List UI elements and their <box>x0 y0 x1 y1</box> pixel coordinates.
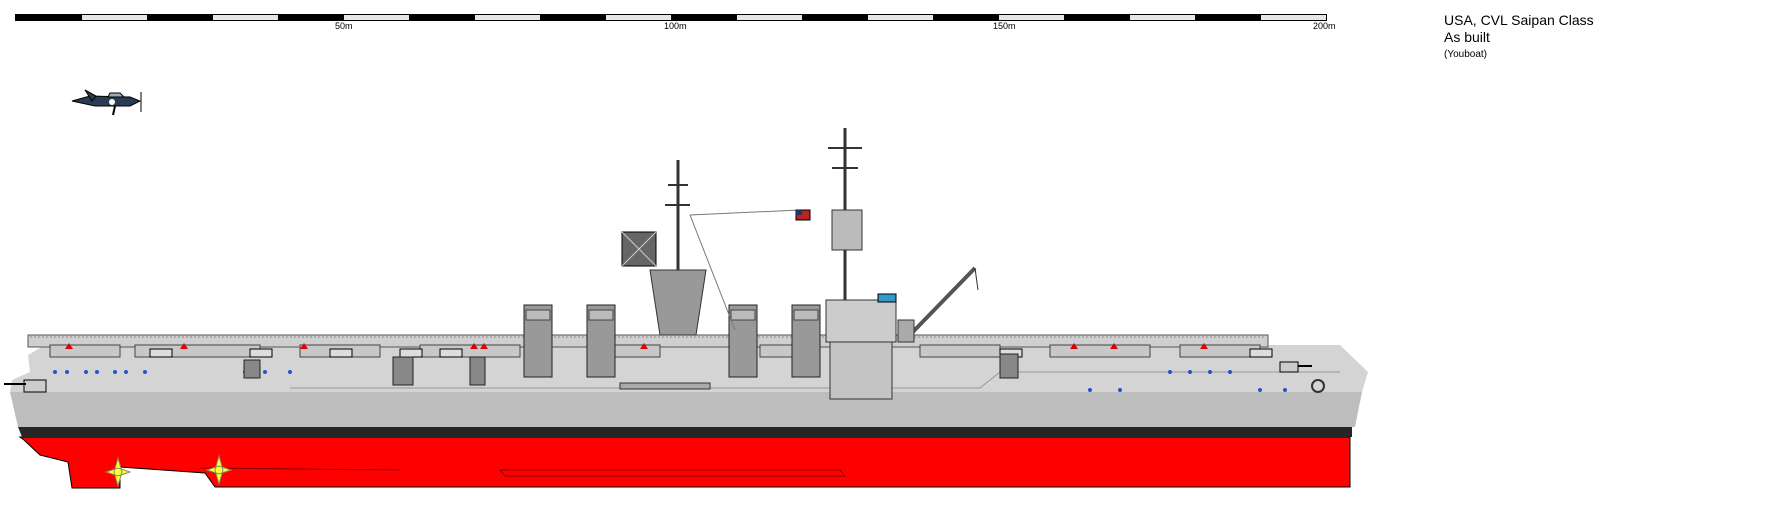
scale-bar <box>15 14 1327 21</box>
hangar-openings <box>243 353 1019 390</box>
scale-segment <box>736 15 802 20</box>
gallery-sponson <box>919 344 1001 358</box>
scale-segment <box>409 15 475 20</box>
caption-subtitle: As built <box>1444 29 1490 45</box>
scale-label-50m: 50m <box>335 21 353 31</box>
aa-gun-mount <box>439 348 463 358</box>
warning-marker-icon <box>1070 343 1078 349</box>
hangar-opening <box>392 356 414 386</box>
warning-marker-icon <box>1110 343 1118 349</box>
hangar-opening <box>243 359 261 379</box>
gallery-sponsons <box>49 343 1273 358</box>
gallery-sponson <box>419 344 521 358</box>
porthole <box>1188 370 1192 374</box>
warning-marker-icon <box>1200 343 1208 349</box>
scale-segment <box>474 15 540 20</box>
porthole <box>113 370 117 374</box>
uptake-cap <box>588 309 614 321</box>
uptake-cap <box>793 309 819 321</box>
porthole <box>1228 370 1232 374</box>
crane <box>897 266 979 343</box>
stern-gun-mount <box>4 379 47 393</box>
caption-author: (Youboat) <box>1444 49 1487 60</box>
scale-segment <box>278 15 344 20</box>
porthole <box>95 370 99 374</box>
porthole <box>1118 388 1122 392</box>
scale-segment <box>867 15 933 20</box>
portholes <box>53 370 1287 392</box>
scale-segment <box>147 15 213 20</box>
porthole <box>1208 370 1212 374</box>
porthole <box>1088 388 1092 392</box>
island-superstructure <box>795 128 897 400</box>
porthole <box>143 370 147 374</box>
uptake-cap <box>730 309 756 321</box>
aa-gun-mount <box>329 348 353 358</box>
scale-segment <box>933 15 999 20</box>
porthole <box>1168 370 1172 374</box>
aa-gun-mount <box>149 348 173 358</box>
boat-boom <box>619 382 711 390</box>
aa-gun-mount <box>399 348 423 358</box>
aa-gun-mount <box>249 348 273 358</box>
gallery-sponson <box>1179 344 1261 358</box>
porthole <box>53 370 57 374</box>
scale-segment <box>671 15 737 20</box>
hangar-opening <box>469 356 486 386</box>
porthole <box>65 370 69 374</box>
warning-marker-icon <box>640 343 648 349</box>
scale-segment <box>1260 15 1326 20</box>
scale-segment <box>540 15 606 20</box>
hull-lower <box>10 392 1362 427</box>
porthole <box>1283 388 1287 392</box>
propeller-icon <box>104 454 233 488</box>
hangar-opening <box>999 353 1019 379</box>
scale-segment <box>1064 15 1130 20</box>
caption: USA, CVL Saipan Class As built (Youboat) <box>1444 12 1594 63</box>
warning-marker-icon <box>480 343 488 349</box>
boot-top <box>18 427 1352 437</box>
porthole <box>1258 388 1262 392</box>
scale-segment <box>605 15 671 20</box>
scale-label-100m: 100m <box>664 21 687 31</box>
scale-segment <box>1129 15 1195 20</box>
warning-marker-icon <box>300 343 308 349</box>
gallery-sponson <box>1049 344 1151 358</box>
warning-marker-icon <box>65 343 73 349</box>
porthole <box>288 370 292 374</box>
porthole <box>84 370 88 374</box>
scale-segment <box>802 15 868 20</box>
aa-gun-mount <box>1249 348 1273 358</box>
bow-gun-mount <box>1279 361 1312 373</box>
scale-segment <box>16 15 82 20</box>
scale-segment <box>1195 15 1261 20</box>
scale-segment <box>998 15 1064 20</box>
funnel-uptakes <box>523 304 821 378</box>
anchor-icon <box>1311 379 1325 393</box>
scale-segment <box>212 15 278 20</box>
uptake-cap <box>525 309 551 321</box>
radar-mast <box>621 160 801 336</box>
porthole <box>263 370 267 374</box>
warning-marker-icon <box>180 343 188 349</box>
scale-label-150m: 150m <box>993 21 1016 31</box>
scale-segment <box>81 15 147 20</box>
caption-title: USA, CVL Saipan Class <box>1444 12 1594 28</box>
scale-segment <box>343 15 409 20</box>
corsair-aircraft-icon <box>71 89 142 116</box>
warning-marker-icon <box>470 343 478 349</box>
porthole <box>124 370 128 374</box>
scale-label-200m: 200m <box>1313 21 1336 31</box>
gallery-sponson <box>49 344 121 358</box>
